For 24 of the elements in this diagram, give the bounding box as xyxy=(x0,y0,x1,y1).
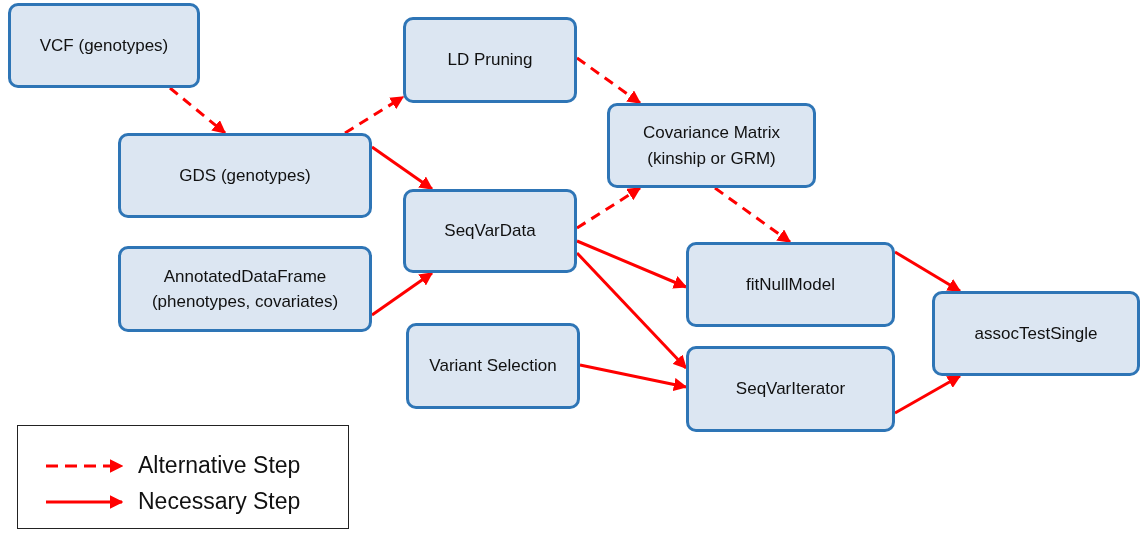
arrow xyxy=(344,95,405,135)
process-box: VCF (genotypes) xyxy=(8,3,200,88)
process-box: GDS (genotypes) xyxy=(118,133,372,218)
process-box: LD Pruning xyxy=(403,17,577,103)
legend-label: Alternative Step xyxy=(138,452,301,479)
arrow xyxy=(575,251,688,370)
arrow xyxy=(169,86,227,135)
process-box: assocTestSingle xyxy=(932,291,1140,376)
arrow xyxy=(576,186,642,230)
arrow xyxy=(576,56,642,105)
arrow xyxy=(894,250,962,293)
arrow xyxy=(579,363,688,392)
arrow xyxy=(371,271,434,317)
arrow xyxy=(576,239,688,289)
arrow xyxy=(371,145,434,191)
arrow xyxy=(714,186,792,244)
arrow xyxy=(894,374,962,415)
process-box: Variant Selection xyxy=(406,323,580,409)
process-box: AnnotatedDataFrame (phenotypes, covariates) xyxy=(118,246,372,332)
process-box: SeqVarData xyxy=(403,189,577,273)
process-box: Covariance Matrix (kinship or GRM) xyxy=(607,103,816,188)
legend-label: Necessary Step xyxy=(138,488,301,515)
process-box: SeqVarIterator xyxy=(686,346,895,432)
process-box: fitNullModel xyxy=(686,242,895,327)
